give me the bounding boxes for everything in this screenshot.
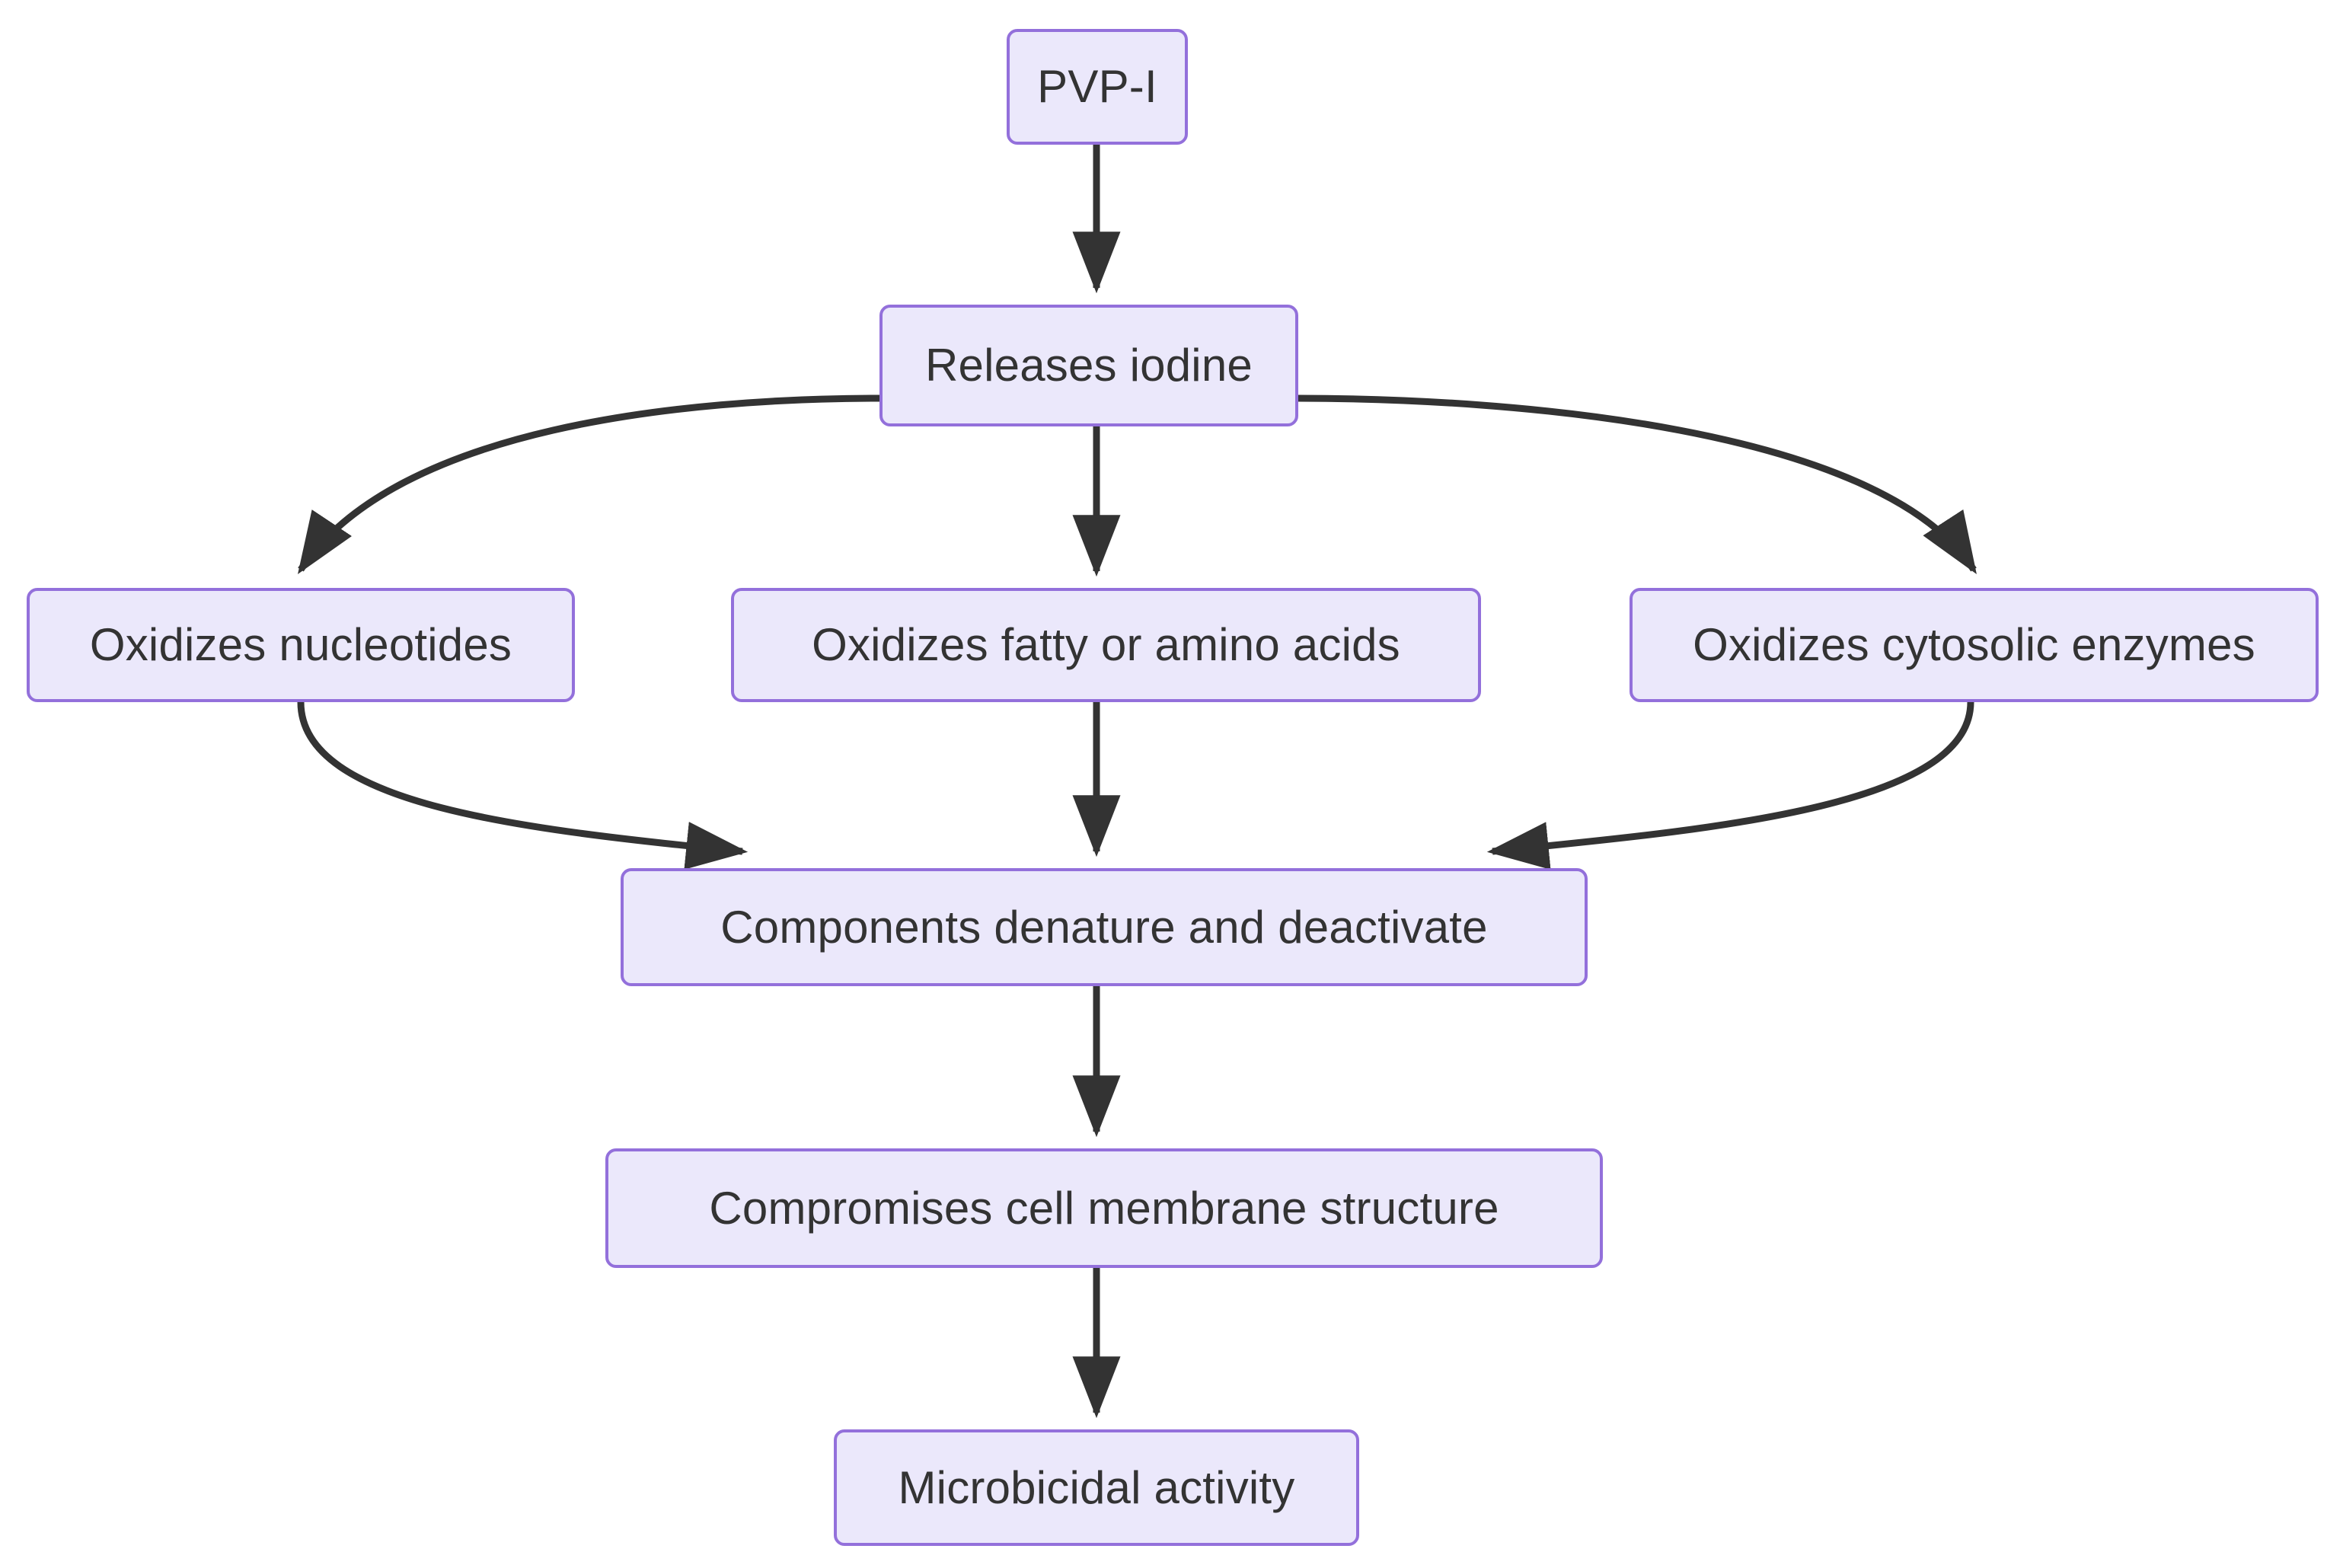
flowchart-node-label: Oxidizes nucleotides xyxy=(89,619,512,670)
flowchart-node-label: PVP-I xyxy=(1037,61,1157,112)
flowchart-edge-ox_cytosolic-to-denature xyxy=(1486,701,1974,870)
flowchart-node-ox_nucleotides[interactable]: Oxidizes nucleotides xyxy=(27,588,575,702)
flowchart-node-ox_cytosolic[interactable]: Oxidizes cytosolic enzymes xyxy=(1630,588,2319,702)
flowchart-node-label: Releases iodine xyxy=(925,340,1253,391)
flowchart-edge-ox_nucleotides-to-denature xyxy=(297,701,749,870)
flowchart-node-label: Microbicidal activity xyxy=(898,1461,1295,1513)
flowchart-node-label: Oxidizes fatty or amino acids xyxy=(812,619,1400,670)
flowchart-node-compromises[interactable]: Compromises cell membrane structure xyxy=(605,1148,1603,1268)
flowchart-node-microbicidal[interactable]: Microbicidal activity xyxy=(834,1429,1359,1546)
flowchart-node-label: Oxidizes cytosolic enzymes xyxy=(1693,619,2255,670)
flowchart-node-denature[interactable]: Components denature and deactivate xyxy=(621,868,1588,986)
flowchart-node-pvpi[interactable]: PVP-I xyxy=(1007,29,1188,145)
flowchart-node-label: Components denature and deactivate xyxy=(720,901,1488,953)
flowchart-node-releases_iodine[interactable]: Releases iodine xyxy=(879,305,1298,426)
flowchart-node-ox_fatty_amino[interactable]: Oxidizes fatty or amino acids xyxy=(731,588,1481,702)
flowchart-edge-releases_iodine-to-ox_nucleotides xyxy=(298,394,880,574)
flowchart-edge-releases_iodine-to-ox_cytosolic xyxy=(1298,394,1977,575)
flowchart-node-label: Compromises cell membrane structure xyxy=(709,1182,1499,1234)
